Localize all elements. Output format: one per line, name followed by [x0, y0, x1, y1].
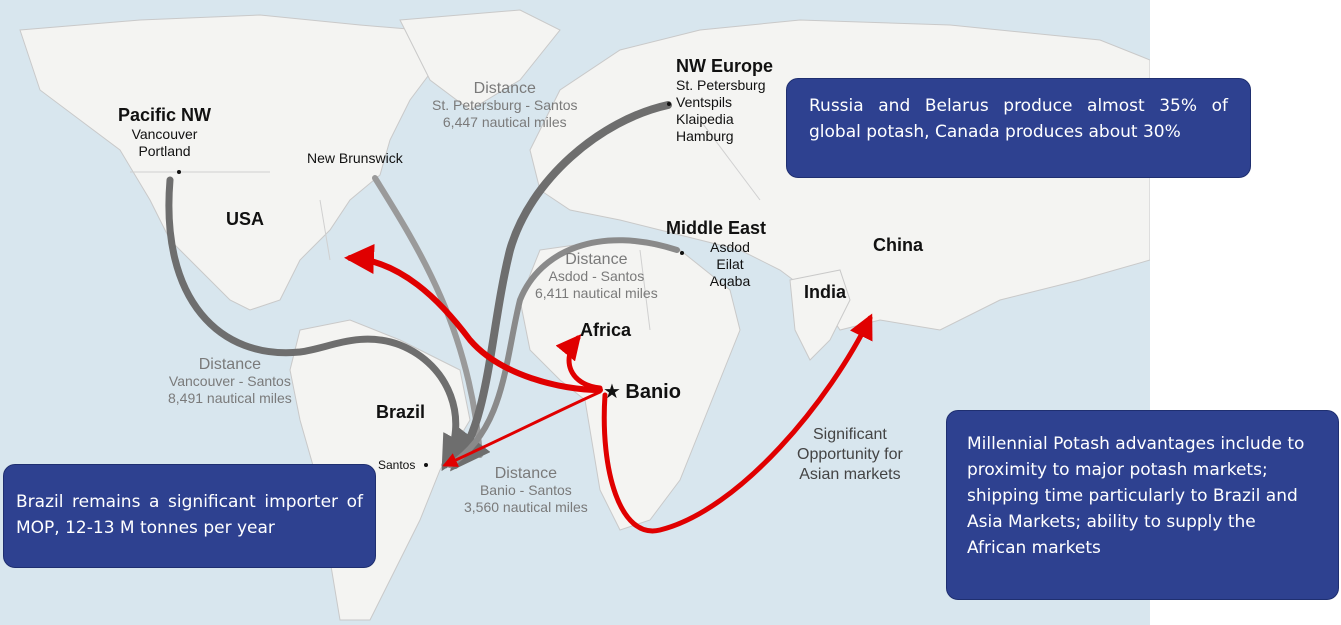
route-banio-africa — [555, 334, 603, 391]
region-nw-europe-title: NW Europe — [676, 56, 773, 76]
distance-heading: Distance — [494, 465, 557, 482]
route-banio-usa — [344, 243, 603, 393]
city-klaipedia: Klaipedia — [676, 111, 734, 127]
region-africa: Africa — [580, 320, 632, 340]
route-banio-brazil — [442, 390, 602, 467]
city-ventspils: Ventspils — [676, 94, 733, 110]
callout-russia-belarus: Russia and Belarus produce almost 35% of… — [786, 78, 1251, 178]
star-icon: ★ — [603, 381, 621, 403]
callout-millennial-advantages: Millennial Potash advantages include to … — [946, 410, 1339, 600]
africa-landmass — [519, 239, 741, 531]
banio-marker: ★ Banio — [603, 379, 681, 404]
city-st-petersburg: St. Petersburg — [676, 77, 766, 93]
region-middle-east: Middle East Asdod Eilat Aqaba — [666, 218, 766, 290]
distance-heading: Distance — [473, 80, 536, 97]
asia-opportunity-line: Significant — [813, 426, 887, 443]
route-banio-asia — [601, 313, 873, 534]
region-middle-east-title: Middle East — [666, 218, 767, 238]
distance-heading: Distance — [565, 251, 628, 268]
route-vancouver-santos — [165, 176, 474, 472]
region-india: India — [804, 282, 847, 302]
india-landmass — [789, 269, 851, 361]
distance-route: Banio - Santos — [479, 482, 572, 498]
distance-route: St. Petersburg - Santos — [432, 97, 578, 113]
route-new-brunswick-santos — [372, 175, 483, 458]
port-dot-santos — [424, 463, 428, 467]
distance-miles: 6,411 nautical miles — [535, 285, 658, 301]
port-dot-st-petersburg — [667, 102, 671, 106]
region-pacific-nw: Pacific NW Vancouver Portland — [118, 105, 211, 160]
distance-asdod: Distance Asdod - Santos 6,411 nautical m… — [535, 251, 658, 302]
region-china: China — [873, 235, 924, 255]
city-hamburg: Hamburg — [676, 128, 734, 144]
asia-opportunity-line: Asian markets — [799, 466, 901, 483]
north-america-landmass — [19, 14, 441, 311]
distance-banio: Distance Banio - Santos 3,560 nautical m… — [464, 465, 588, 516]
city-asdod: Asdod — [710, 239, 750, 255]
callout-brazil-importer: Brazil remains a significant importer of… — [3, 464, 376, 568]
city-aqaba: Aqaba — [709, 273, 751, 289]
city-eilat: Eilat — [716, 256, 744, 272]
distance-route: Vancouver - Santos — [168, 373, 291, 389]
port-dot-asdod — [680, 251, 684, 255]
region-nw-europe: NW Europe St. Petersburg Ventspils Klaip… — [676, 56, 773, 145]
region-new-brunswick: New Brunswick — [307, 150, 403, 166]
distance-st-petersburg: Distance St. Petersburg - Santos 6,447 n… — [432, 80, 578, 131]
distance-route: Asdod - Santos — [548, 268, 645, 284]
distance-miles: 6,447 nautical miles — [442, 114, 567, 130]
asia-opportunity-label: Significant Opportunity for Asian market… — [797, 425, 903, 485]
distance-heading: Distance — [198, 356, 261, 373]
region-pacific-nw-title: Pacific NW — [118, 105, 212, 125]
asia-opportunity-line: Opportunity for — [797, 446, 903, 463]
distance-vancouver: Distance Vancouver - Santos 8,491 nautic… — [168, 356, 292, 407]
route-st-petersburg-santos — [450, 101, 672, 472]
region-usa: USA — [226, 209, 265, 229]
city-santos: Santos — [378, 458, 416, 472]
city-portland: Portland — [138, 143, 191, 159]
distance-miles: 8,491 nautical miles — [168, 390, 292, 406]
distance-miles: 3,560 nautical miles — [464, 499, 588, 515]
greenland-landmass — [399, 9, 561, 111]
port-dot-portland — [177, 170, 181, 174]
region-brazil: Brazil — [376, 402, 426, 422]
route-asdod-santos — [447, 237, 680, 468]
city-vancouver: Vancouver — [131, 126, 198, 142]
region-banio: Banio — [625, 381, 681, 403]
